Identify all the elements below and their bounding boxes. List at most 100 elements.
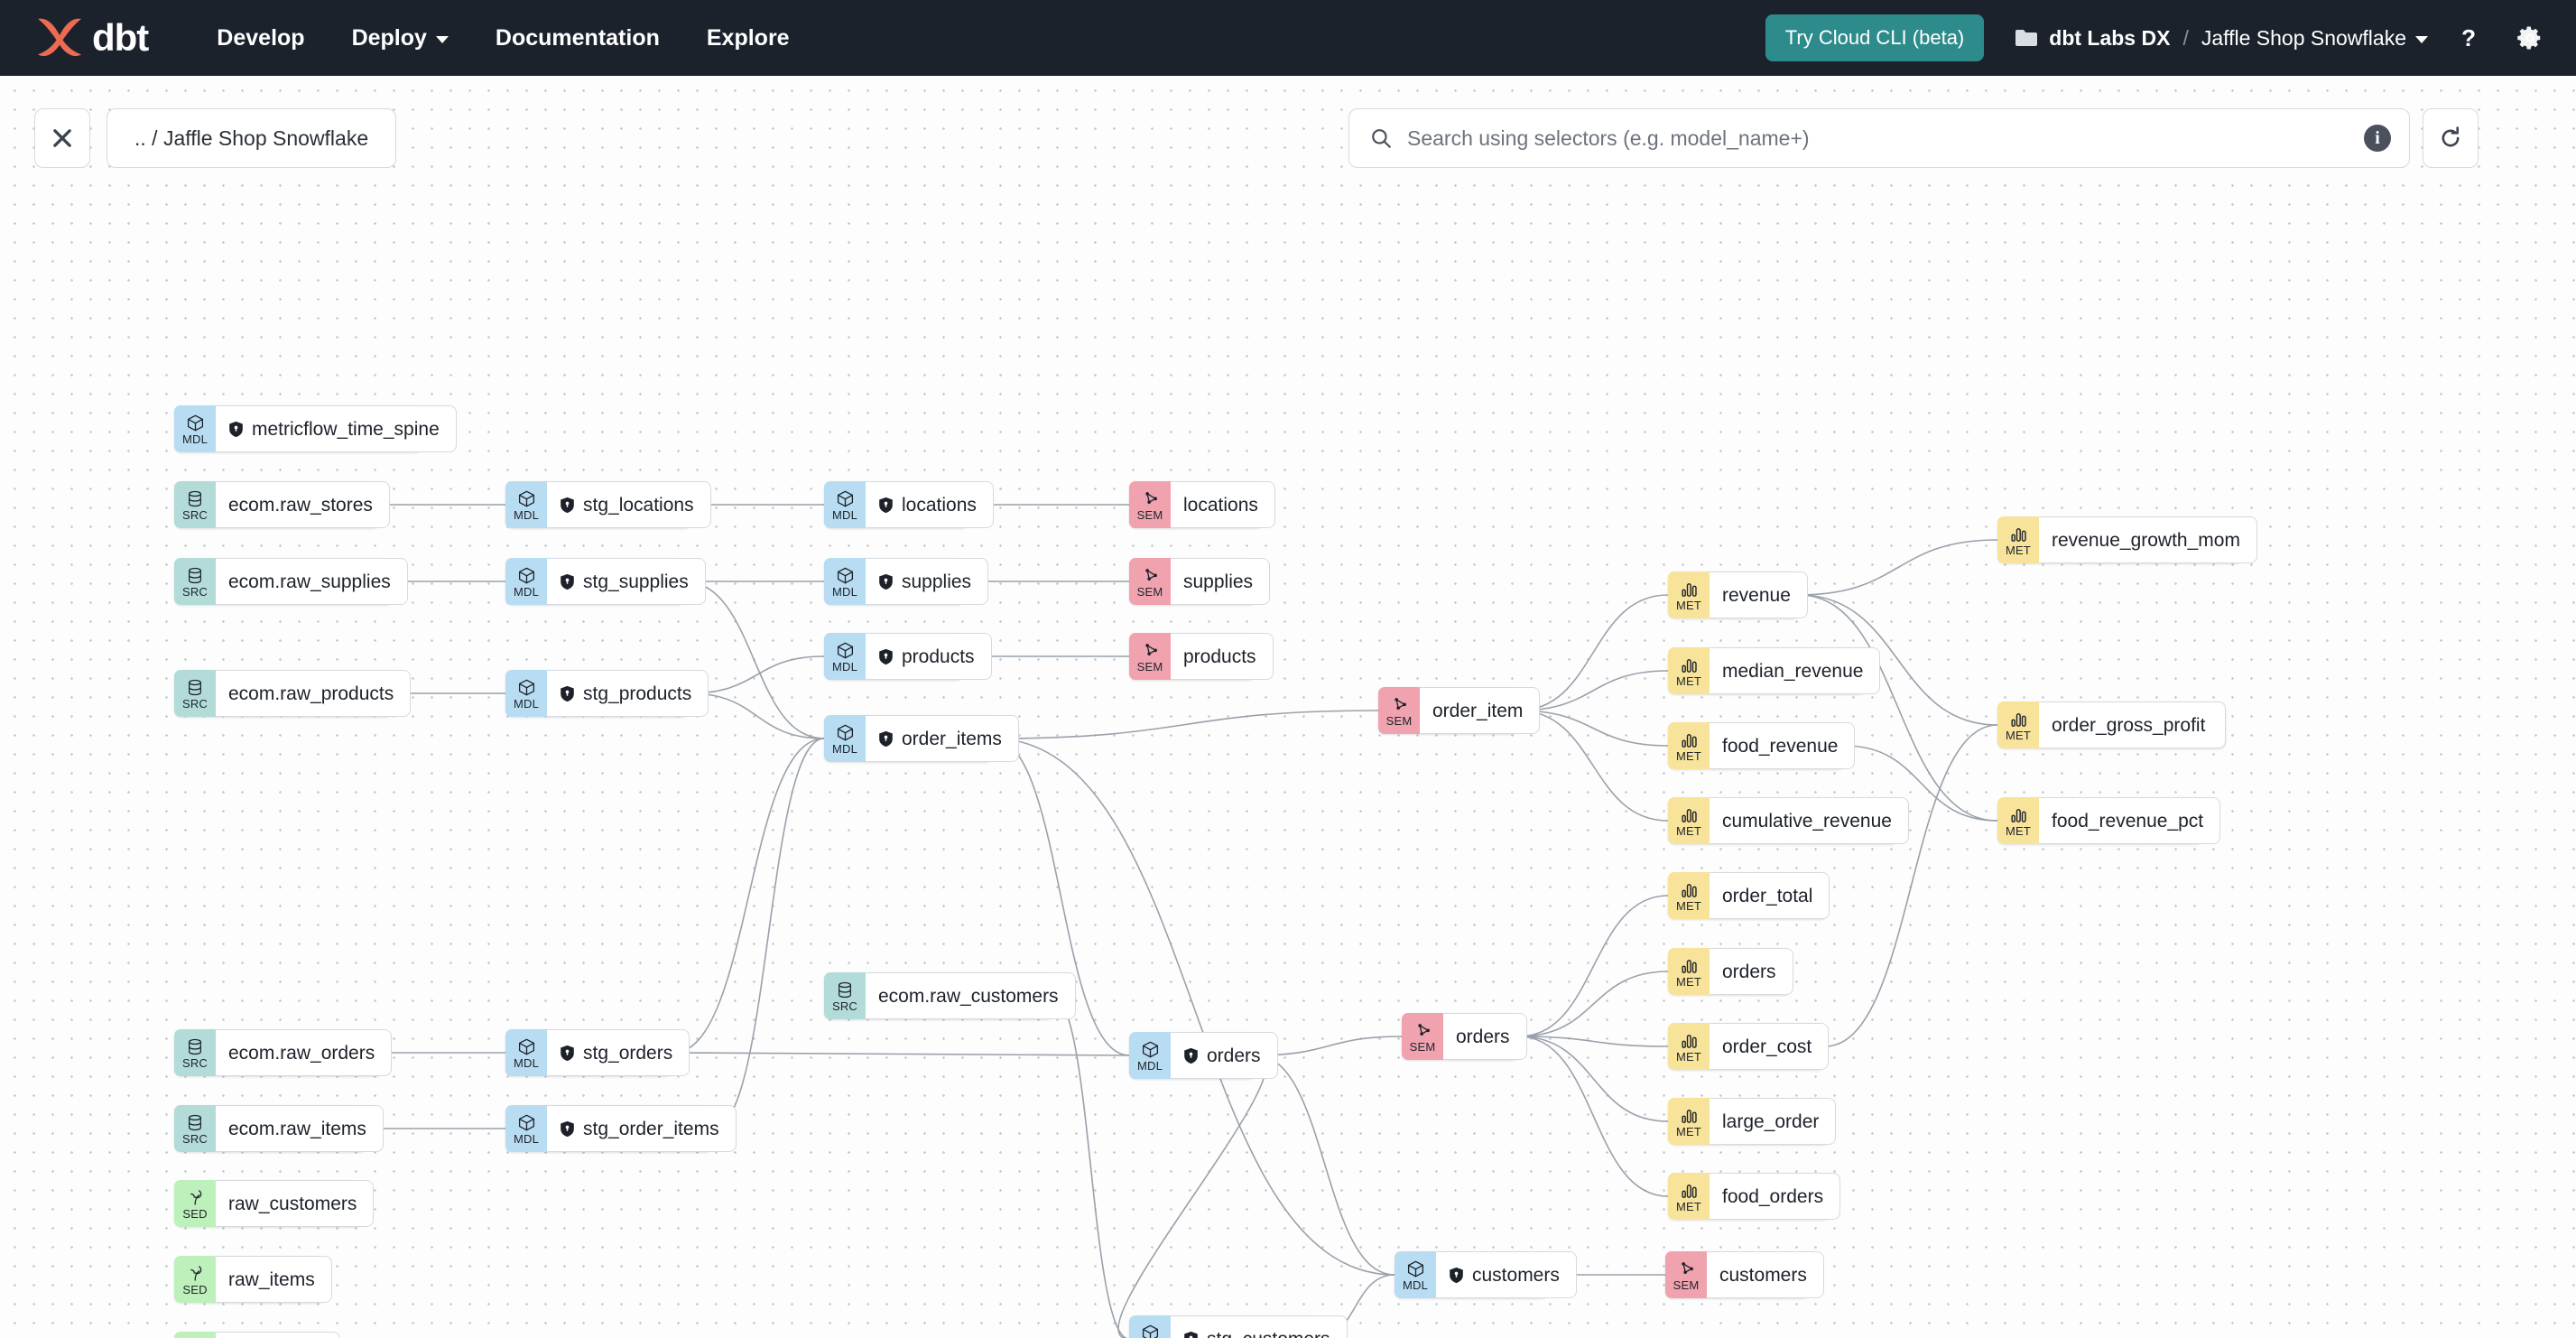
graph-node-stg_products[interactable]: MDL stg_products bbox=[505, 670, 709, 717]
node-type-label: MDL bbox=[513, 697, 540, 711]
nav-item-develop-label: Develop bbox=[217, 24, 305, 51]
bar-chart-icon bbox=[1681, 1185, 1697, 1198]
graph-node-mdl_supplies[interactable]: MDL supplies bbox=[824, 558, 989, 605]
breadcrumb-project[interactable]: Jaffle Shop Snowflake bbox=[2201, 26, 2428, 51]
graph-node-mdl_locations[interactable]: MDL locations bbox=[824, 481, 994, 528]
shield-icon bbox=[879, 573, 893, 590]
try-cloud-cli-button[interactable]: Try Cloud CLI (beta) bbox=[1765, 14, 1985, 61]
node-label: orders bbox=[1456, 1026, 1510, 1047]
node-label: raw_items bbox=[228, 1268, 315, 1290]
bar-chart-icon bbox=[2010, 713, 2026, 727]
graph-node-met_food_revenue_pct[interactable]: MET food_revenue_pct bbox=[1997, 797, 2221, 844]
graph-node-stg_supplies[interactable]: MDL stg_supplies bbox=[505, 558, 706, 605]
refresh-button[interactable] bbox=[2423, 108, 2479, 168]
node-label: revenue bbox=[1722, 584, 1791, 606]
node-label: orders bbox=[1722, 961, 1776, 982]
dbt-logo[interactable]: dbt bbox=[32, 0, 149, 76]
graph-node-src_raw_stores[interactable]: SRC ecom.raw_stores bbox=[174, 481, 390, 528]
graph-node-met_order_gross_profit[interactable]: MET order_gross_profit bbox=[1997, 702, 2226, 748]
graph-node-met_food_orders[interactable]: MET food_orders bbox=[1668, 1173, 1841, 1220]
lineage-canvas[interactable]: MDL metricflow_time_spine SRC ecom.raw_s… bbox=[0, 76, 2576, 1338]
nav-item-deploy-label: Deploy bbox=[351, 24, 427, 51]
graph-node-met_revenue_growth_mom[interactable]: MET revenue_growth_mom bbox=[1997, 516, 2257, 563]
node-label: stg_customers bbox=[1207, 1330, 1330, 1338]
graph-node-met_median_revenue[interactable]: MET median_revenue bbox=[1668, 647, 1881, 694]
bar-chart-icon bbox=[1681, 659, 1697, 673]
shield-icon bbox=[561, 497, 574, 513]
graph-node-mdl_products[interactable]: MDL products bbox=[824, 633, 992, 680]
graph-node-met_order_cost[interactable]: MET order_cost bbox=[1668, 1023, 1830, 1070]
graph-node-met_revenue[interactable]: MET revenue bbox=[1668, 571, 1808, 618]
graph-node-src_raw_customers[interactable]: SRC ecom.raw_customers bbox=[824, 972, 1076, 1019]
node-body: ecom.raw_supplies bbox=[216, 558, 408, 605]
bar-chart-icon bbox=[1681, 583, 1697, 597]
node-body: large_order bbox=[1710, 1098, 1837, 1145]
lineage-edge bbox=[1517, 710, 1669, 822]
node-type-badge-sed: SED bbox=[174, 1256, 216, 1303]
graph-node-met_orders[interactable]: MET orders bbox=[1668, 948, 1793, 995]
graph-node-met_food_revenue[interactable]: MET food_revenue bbox=[1668, 722, 1856, 769]
search-box[interactable]: i bbox=[1348, 108, 2410, 168]
node-body: stg_customers bbox=[1171, 1315, 1348, 1338]
graph-node-sed_raw_items[interactable]: SED raw_items bbox=[174, 1256, 332, 1303]
graph-node-met_large_order[interactable]: MET large_order bbox=[1668, 1098, 1837, 1145]
bar-chart-icon bbox=[2010, 528, 2026, 542]
cube-icon bbox=[518, 490, 534, 507]
nav-item-develop[interactable]: Develop bbox=[193, 16, 328, 60]
close-button[interactable] bbox=[34, 108, 90, 168]
graph-node-met_cumulative_revenue[interactable]: MET cumulative_revenue bbox=[1668, 797, 1909, 844]
graph-node-src_raw_supplies[interactable]: SRC ecom.raw_supplies bbox=[174, 558, 408, 605]
graph-node-mdl_customers[interactable]: MDL customers bbox=[1395, 1251, 1577, 1298]
nav-item-deploy[interactable]: Deploy bbox=[329, 16, 472, 60]
graph-node-sed_raw_customers[interactable]: SED raw_customers bbox=[174, 1180, 375, 1227]
node-type-label: MET bbox=[1675, 1050, 1702, 1064]
node-type-label: SEM bbox=[1409, 1040, 1436, 1054]
graph-node-met_order_total[interactable]: MET order_total bbox=[1668, 872, 1830, 919]
node-type-label: MET bbox=[2005, 824, 2032, 838]
node-label: order_gross_profit bbox=[2052, 714, 2206, 736]
graph-node-sem_order_item[interactable]: SEM order_item bbox=[1378, 687, 1541, 734]
breadcrumb-account[interactable]: dbt Labs DX bbox=[2049, 25, 2171, 50]
graph-node-sem_locations[interactable]: SEM locations bbox=[1129, 481, 1275, 528]
node-body: revenue_growth_mom bbox=[2039, 516, 2257, 563]
node-type-badge-sed: SED bbox=[174, 1180, 216, 1227]
node-label: ecom.raw_customers bbox=[878, 985, 1059, 1007]
help-button[interactable]: ? bbox=[2448, 17, 2489, 59]
graph-network-icon bbox=[1394, 698, 1406, 711]
graph-network-icon bbox=[1144, 569, 1157, 581]
graph-node-mdl_order_items[interactable]: MDL order_items bbox=[824, 715, 1019, 762]
node-type-badge-met: MET bbox=[1668, 647, 1710, 694]
graph-node-sem_customers[interactable]: SEM customers bbox=[1665, 1251, 1824, 1298]
graph-node-sed_raw_orders[interactable]: SED raw_orders bbox=[174, 1332, 341, 1338]
node-label: stg_locations bbox=[583, 494, 694, 516]
graph-node-stg_order_items[interactable]: MDL stg_order_items bbox=[505, 1105, 737, 1152]
graph-node-src_raw_orders[interactable]: SRC ecom.raw_orders bbox=[174, 1029, 393, 1076]
graph-node-src_raw_items[interactable]: SRC ecom.raw_items bbox=[174, 1105, 384, 1152]
node-type-badge-mdl: MDL bbox=[824, 481, 866, 528]
graph-node-mdl_orders[interactable]: MDL orders bbox=[1129, 1032, 1278, 1079]
info-icon[interactable]: i bbox=[2364, 125, 2391, 152]
search-input[interactable] bbox=[1407, 125, 2349, 151]
cube-icon bbox=[518, 1114, 534, 1131]
node-type-label: SEM bbox=[1136, 660, 1163, 674]
graph-node-stg_locations[interactable]: MDL stg_locations bbox=[505, 481, 711, 528]
node-type-badge-sed: SED bbox=[174, 1332, 216, 1338]
nav-item-explore[interactable]: Explore bbox=[683, 16, 813, 60]
bar-chart-icon bbox=[2010, 809, 2026, 822]
canvas-breadcrumb[interactable]: .. / Jaffle Shop Snowflake bbox=[107, 108, 397, 168]
node-type-badge-met: MET bbox=[1997, 702, 2039, 748]
node-body: ecom.raw_items bbox=[216, 1105, 384, 1152]
graph-node-stg_customers[interactable]: MDL stg_customers bbox=[1129, 1315, 1348, 1338]
node-body: ecom.raw_orders bbox=[216, 1029, 393, 1076]
graph-node-metricflow_time_spine[interactable]: MDL metricflow_time_spine bbox=[174, 405, 457, 452]
node-label: stg_supplies bbox=[583, 571, 689, 592]
graph-node-sem_orders[interactable]: SEM orders bbox=[1402, 1013, 1527, 1060]
nav-item-documentation[interactable]: Documentation bbox=[472, 16, 683, 60]
graph-node-sem_supplies[interactable]: SEM supplies bbox=[1129, 558, 1271, 605]
graph-node-sem_products[interactable]: SEM products bbox=[1129, 633, 1274, 680]
settings-button[interactable] bbox=[2509, 17, 2551, 59]
shield-icon bbox=[561, 1120, 574, 1137]
graph-node-src_raw_products[interactable]: SRC ecom.raw_products bbox=[174, 670, 412, 717]
node-label: customers bbox=[1472, 1264, 1560, 1286]
graph-node-stg_orders[interactable]: MDL stg_orders bbox=[505, 1029, 690, 1076]
